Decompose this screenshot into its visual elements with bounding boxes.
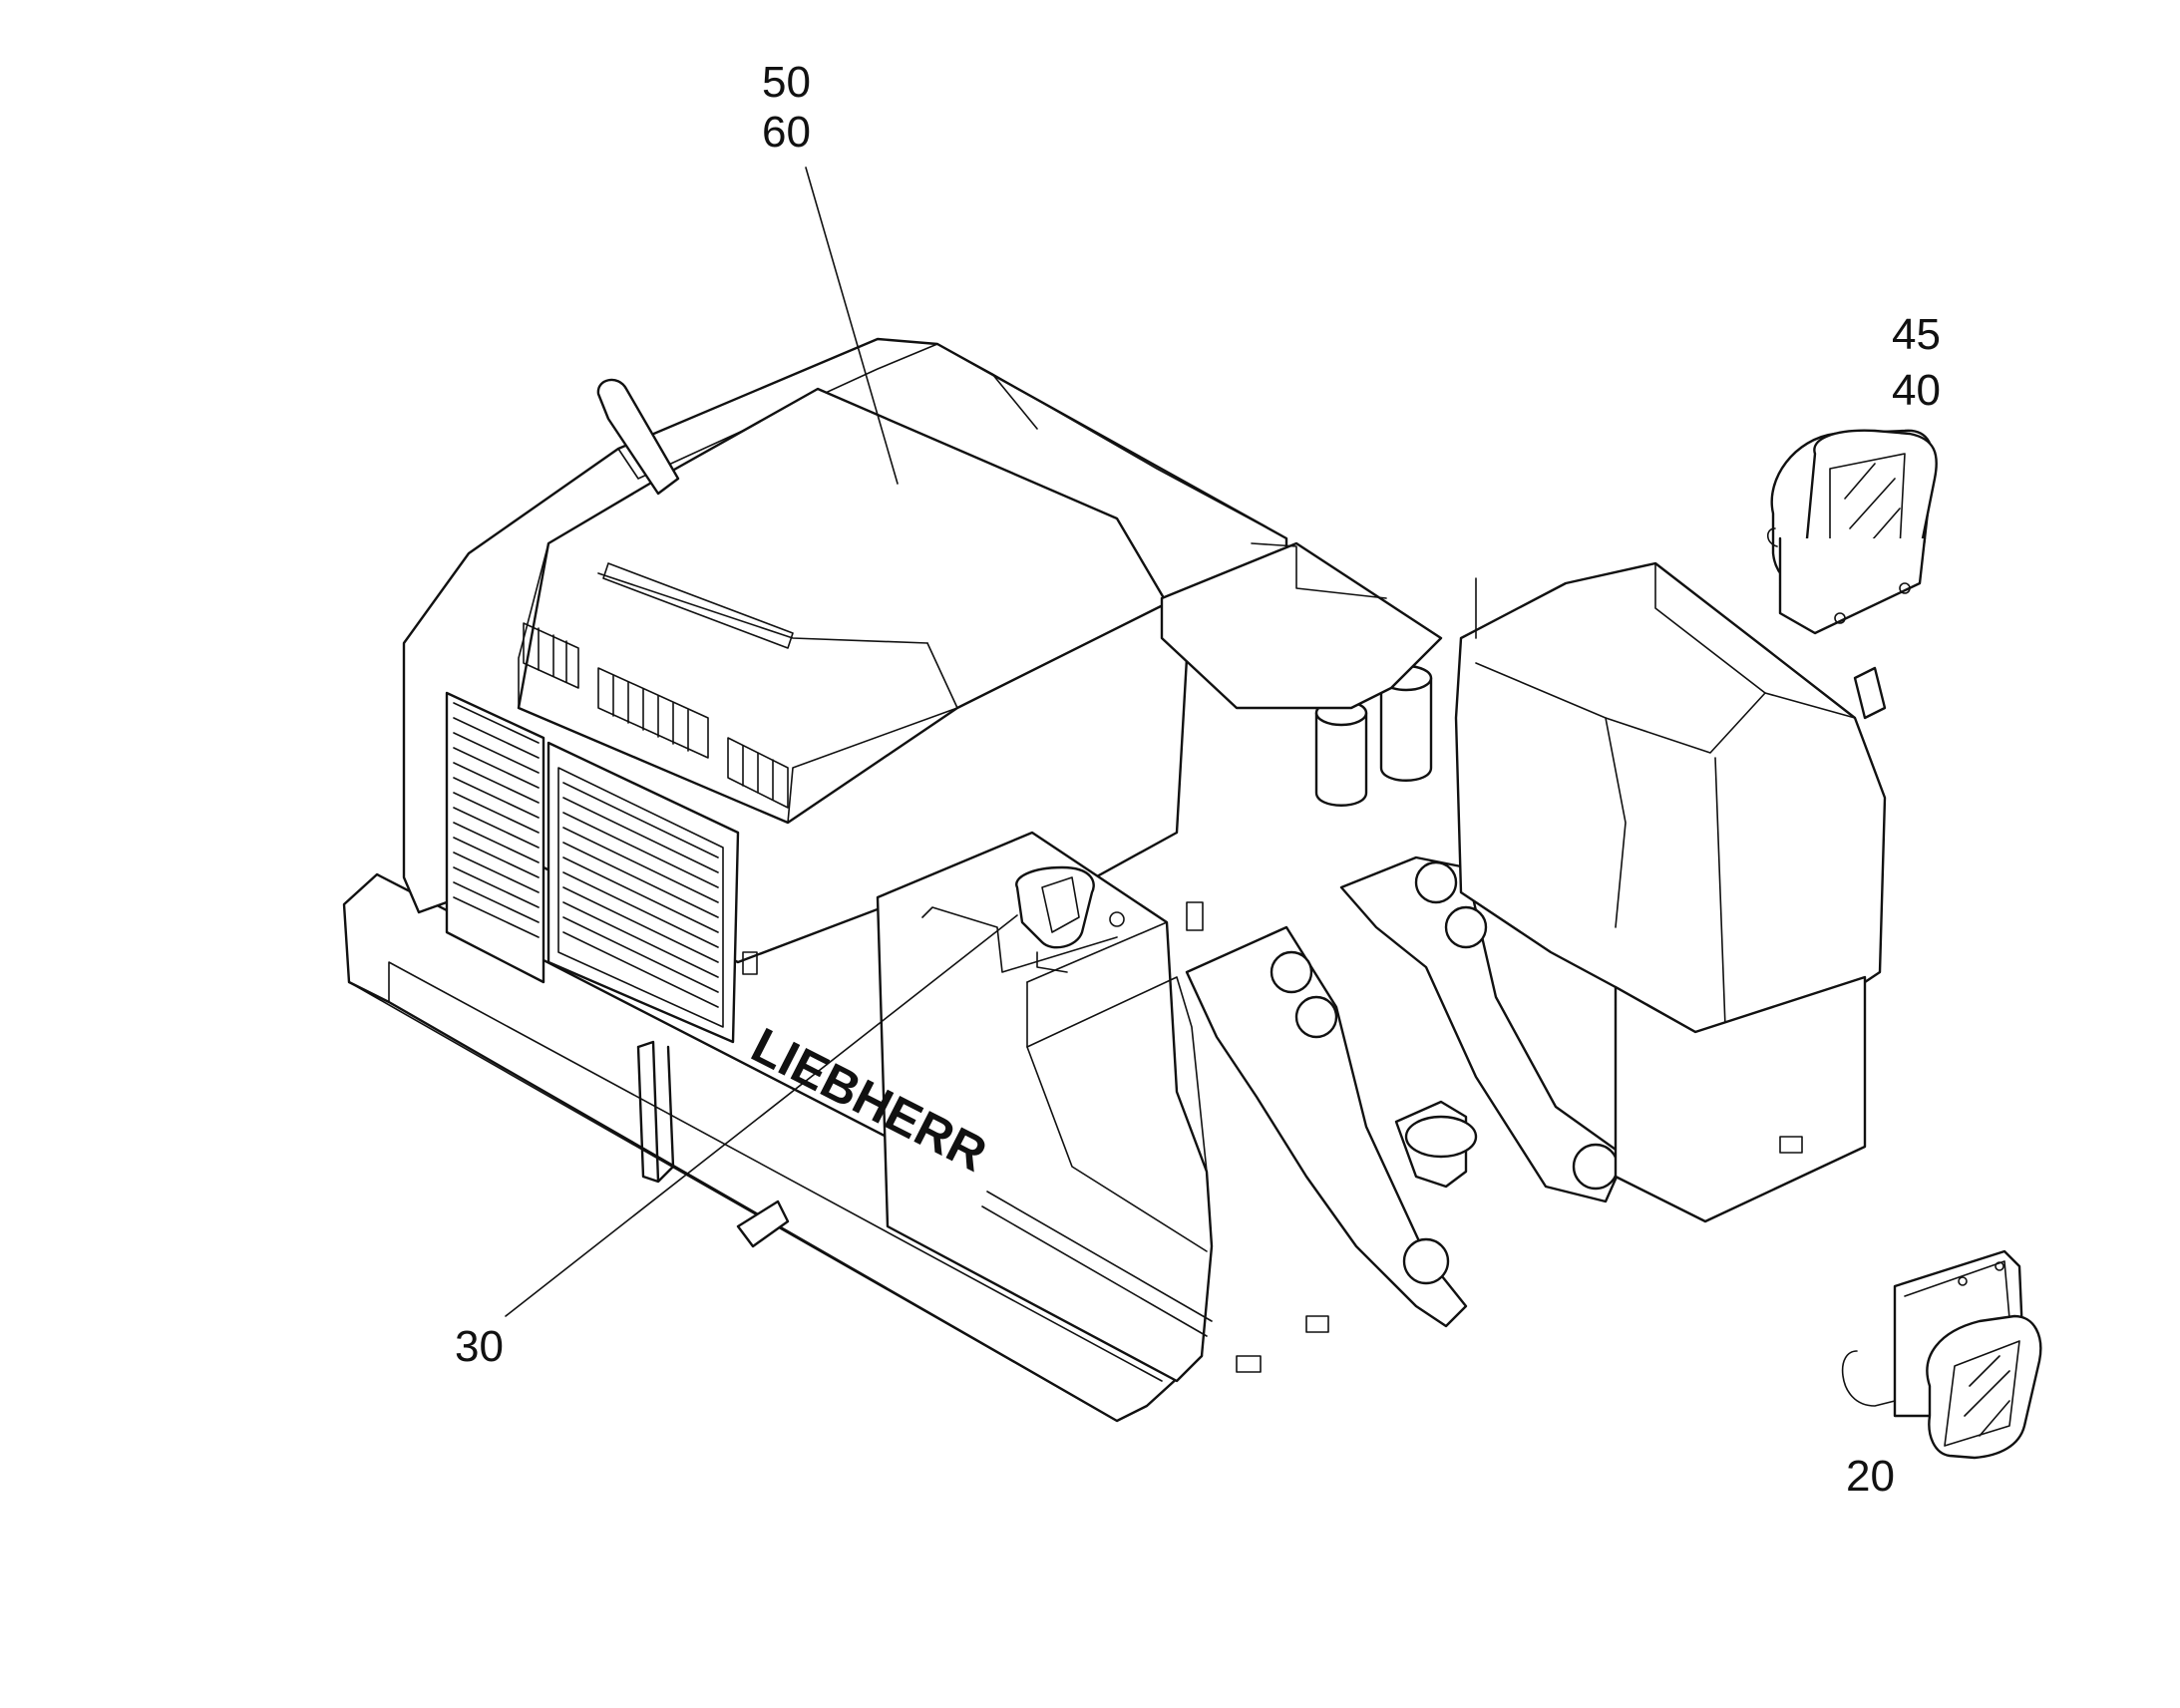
leader-lines: [505, 167, 1018, 1317]
work-light-20: [1841, 1249, 2042, 1460]
handrail: [636, 1040, 675, 1184]
exhaust-stack: [596, 378, 680, 496]
excavator-uppercarriage: LIEBHERR: [342, 337, 1887, 1423]
callout-40: 40: [1892, 366, 1941, 415]
work-light-30: [921, 865, 1204, 973]
operator-cab: [1454, 561, 1887, 1223]
callout-45: 45: [1892, 310, 1941, 359]
callout-30: 30: [455, 1322, 504, 1371]
side-compartment: [876, 831, 1214, 1383]
callout-60: 60: [762, 108, 811, 157]
callout-20: 20: [1846, 1452, 1895, 1501]
service-door-grille: [546, 741, 740, 1044]
louver-vents: [523, 622, 789, 809]
callout-50: 50: [762, 58, 811, 107]
radiator-grille: [445, 691, 545, 984]
boom-foot-plates: [1185, 855, 1628, 1328]
filter-canisters: [1314, 664, 1433, 807]
tank-caps: [1160, 541, 1443, 710]
foot-step: [736, 1199, 790, 1248]
work-light-40-45: [1766, 429, 1938, 635]
